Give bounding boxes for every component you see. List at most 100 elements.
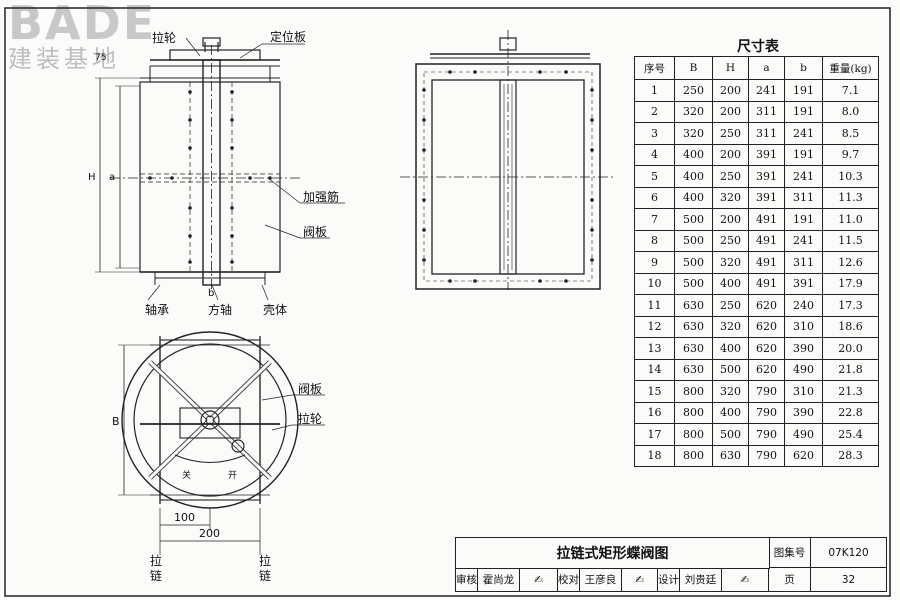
table-cell: 620 <box>784 444 823 467</box>
table-cell: 250 <box>674 79 713 102</box>
table-cell: 25.4 <box>822 423 879 446</box>
label-valve-plate: 阀板 <box>303 225 327 239</box>
table-cell: 200 <box>712 79 749 102</box>
table-cell: 391 <box>748 165 785 188</box>
table-cell: 6 <box>634 186 675 209</box>
table-cell: 800 <box>674 444 713 467</box>
label-chain-right-2: 链 <box>259 568 271 583</box>
valve-body-outline <box>139 81 281 273</box>
designer-name: 刘贵廷 <box>680 568 722 591</box>
drawing-title: 拉链式矩形蝶阀图 <box>456 538 770 569</box>
table-cell: 630 <box>674 358 713 381</box>
label-positioning-plate: 定位板 <box>270 29 306 44</box>
table-cell: 8.0 <box>822 100 879 123</box>
table-cell: 191 <box>784 100 823 123</box>
table-cell: 491 <box>748 208 785 231</box>
table-cell: 8 <box>634 229 675 252</box>
table-cell: 17.9 <box>822 272 879 295</box>
table-cell: 21.3 <box>822 380 879 403</box>
table-cell: 500 <box>712 358 749 381</box>
table-cell: 391 <box>748 143 785 166</box>
table-cell: 800 <box>674 423 713 446</box>
table-cell: 10 <box>634 272 675 295</box>
sheet-border <box>4 7 891 597</box>
table-cell: 3 <box>634 122 675 145</box>
table-cell: 320 <box>712 380 749 403</box>
callout-labels: 拉轮 定位板 加强筋 阀板 轴承 方轴 壳体 阀板 拉轮 H a b 75 B … <box>88 29 339 583</box>
table-cell: 400 <box>674 186 713 209</box>
table-cell: 250 <box>712 294 749 317</box>
table-cell: 630 <box>674 337 713 360</box>
table-cell: 310 <box>784 315 823 338</box>
table-cell: 241 <box>784 165 823 188</box>
table-cell: 490 <box>784 423 823 446</box>
checker-signature: ✍ <box>622 568 658 591</box>
table-cell: 391 <box>748 186 785 209</box>
label-housing: 壳体 <box>263 303 287 317</box>
table-cell: 630 <box>674 294 713 317</box>
table-cell: 500 <box>674 272 713 295</box>
table-cell: 320 <box>712 251 749 274</box>
review-label: 审核 <box>456 568 478 591</box>
table-cell: 491 <box>748 229 785 252</box>
table-cell: 790 <box>748 423 785 446</box>
table-cell: 250 <box>712 122 749 145</box>
table-cell: 630 <box>712 444 749 467</box>
atlas-number: 07K120 <box>811 538 886 568</box>
table-cell: 8.5 <box>822 122 879 145</box>
table-cell: 320 <box>712 315 749 338</box>
table-title: 尺寸表 <box>737 39 779 55</box>
table-cell: 12.6 <box>822 251 879 274</box>
table-header-cell: 重量(kg) <box>822 56 879 80</box>
table-cell: 200 <box>712 100 749 123</box>
table-cell: 17 <box>634 423 675 446</box>
table-cell: 311 <box>748 122 785 145</box>
dim-b: b <box>208 288 214 299</box>
table-cell: 250 <box>712 165 749 188</box>
table-cell: 14 <box>634 358 675 381</box>
table-cell: 500 <box>674 208 713 231</box>
table-cell: 241 <box>748 79 785 102</box>
page-label: 页 <box>769 568 811 591</box>
table-cell: 630 <box>674 315 713 338</box>
table-cell: 491 <box>748 272 785 295</box>
table-cell: 200 <box>712 143 749 166</box>
label-open: 开 <box>228 470 237 481</box>
table-cell: 311 <box>784 186 823 209</box>
reviewer-name: 霍尚龙 <box>478 568 520 591</box>
table-cell: 9.7 <box>822 143 879 166</box>
table-cell: 22.8 <box>822 401 879 424</box>
table-header-cell: B <box>674 56 713 80</box>
table-cell: 311 <box>784 251 823 274</box>
table-cell: 17.3 <box>822 294 879 317</box>
label-chain-right-1: 拉 <box>259 553 271 568</box>
table-cell: 7 <box>634 208 675 231</box>
dim-100: 100 <box>174 511 195 524</box>
table-cell: 790 <box>748 380 785 403</box>
label-bearing: 轴承 <box>145 302 169 317</box>
table-cell: 10.3 <box>822 165 879 188</box>
label-close: 关 <box>182 469 191 481</box>
table-cell: 790 <box>748 401 785 424</box>
table-cell: 320 <box>674 100 713 123</box>
table-cell: 2 <box>634 100 675 123</box>
table-header-cell: a <box>748 56 785 80</box>
check-label: 校对 <box>558 568 580 591</box>
front-view <box>95 37 345 301</box>
dim-B: B <box>112 415 120 428</box>
